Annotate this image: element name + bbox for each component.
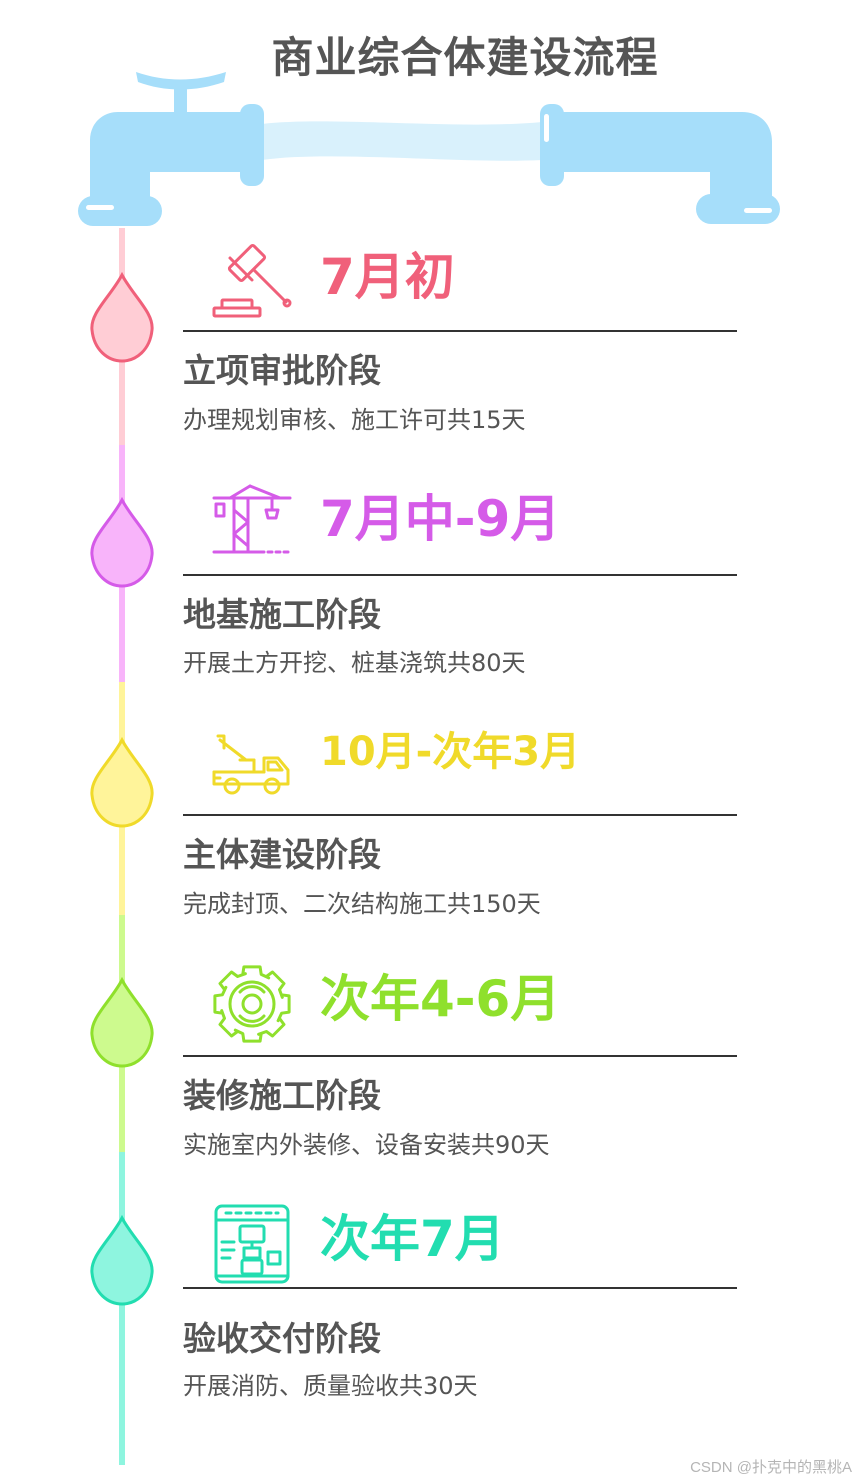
stage-2-divider <box>183 574 737 576</box>
stage-3-desc: 完成封顶、二次结构施工共150天 <box>183 890 541 918</box>
stage-5-name: 验收交付阶段 <box>183 1319 381 1358</box>
stage-2-name: 地基施工阶段 <box>183 595 381 634</box>
stage-4-desc: 实施室内外装修、设备安装共90天 <box>183 1131 550 1159</box>
stage-4-divider <box>183 1055 737 1057</box>
stage-5-desc: 开展消防、质量验收共30天 <box>183 1372 478 1400</box>
gear-icon <box>213 965 291 1043</box>
stage-5-date: 次年7月 <box>320 1210 505 1268</box>
stage-1-date: 7月初 <box>320 248 455 306</box>
drop-marker-4 <box>90 976 154 1068</box>
stage-1-divider <box>183 330 737 332</box>
stage-1-name: 立项审批阶段 <box>183 351 381 390</box>
tow-truck-icon <box>212 734 290 795</box>
drop-marker-3 <box>90 736 154 828</box>
timeline-segment-3 <box>119 682 125 915</box>
stage-4-name: 装修施工阶段 <box>183 1076 381 1115</box>
stage-3-date: 10月-次年3月 <box>320 729 581 775</box>
watermark: CSDN @扑克中的黑桃A <box>690 1459 852 1476</box>
stage-3-divider <box>183 814 737 816</box>
faucet-icon <box>78 72 780 226</box>
timeline-segment-4 <box>119 915 125 1152</box>
crane-icon <box>212 484 292 554</box>
drop-marker-5 <box>90 1214 154 1306</box>
inspection-station-icon <box>214 1204 290 1284</box>
page-title: 商业综合体建设流程 <box>271 33 659 82</box>
gavel-icon <box>212 243 292 318</box>
water-stream <box>262 121 542 161</box>
stage-4-date: 次年4-6月 <box>320 970 561 1028</box>
stage-5-divider <box>183 1287 737 1289</box>
drop-marker-1 <box>90 271 154 363</box>
drop-marker-2 <box>90 496 154 588</box>
timeline-segment-1 <box>119 228 125 445</box>
stage-2-date: 7月中-9月 <box>320 490 561 548</box>
stage-3-name: 主体建设阶段 <box>183 835 381 874</box>
stage-2-desc: 开展土方开挖、桩基浇筑共80天 <box>183 649 526 677</box>
timeline-segment-5 <box>119 1152 125 1465</box>
timeline-segment-2 <box>119 445 125 682</box>
left-faucet <box>78 72 264 226</box>
stage-1-desc: 办理规划审核、施工许可共15天 <box>183 406 526 434</box>
right-faucet <box>540 104 780 224</box>
